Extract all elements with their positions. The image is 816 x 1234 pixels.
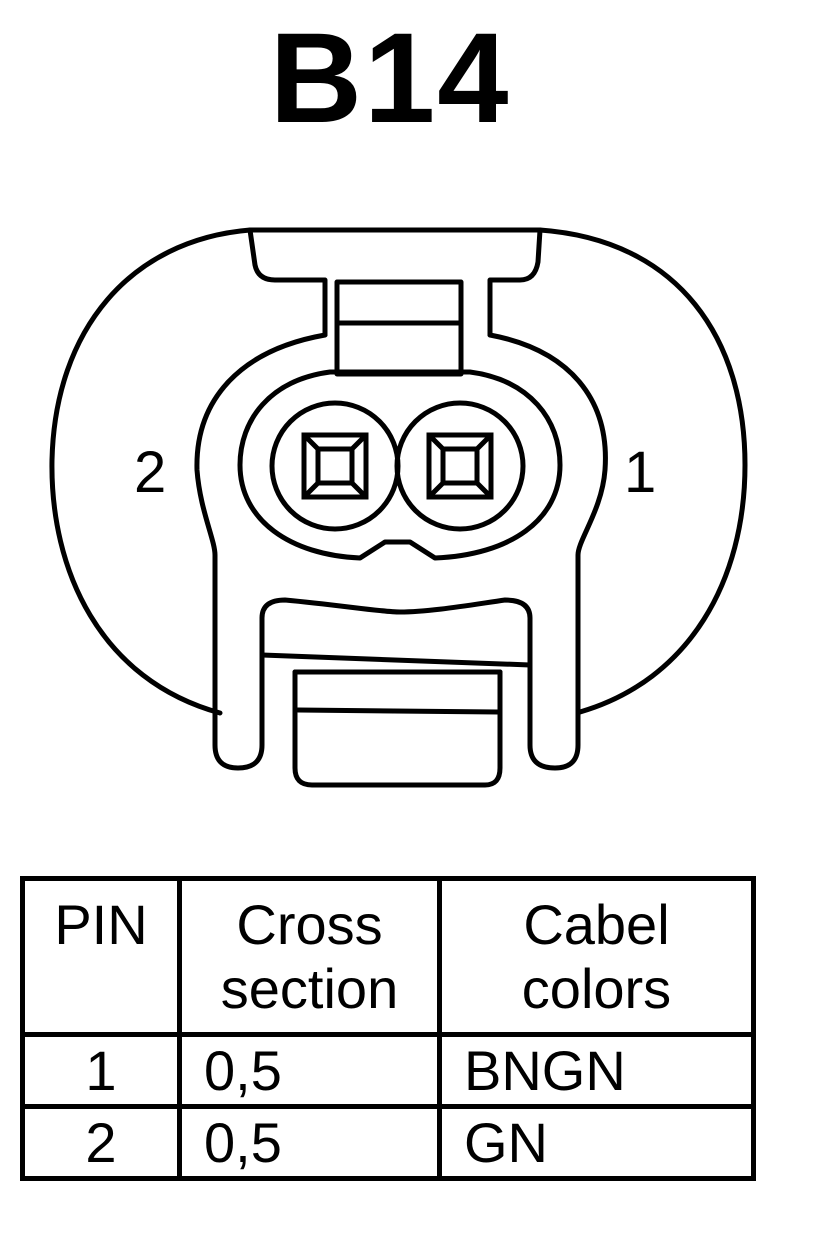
pin-label-2: 2 [134, 440, 166, 505]
table-row: 1 0,5 BNGN [20, 1032, 756, 1109]
connector-title: B14 [269, 7, 511, 150]
cell-pin: 2 [20, 1104, 182, 1181]
housing-outline [49, 227, 748, 716]
cell-color: GN [437, 1104, 756, 1181]
table-row: 2 0,5 GN [20, 1104, 756, 1181]
connector-diagram: 2 1 [49, 227, 748, 788]
pin-1-terminal [394, 400, 526, 532]
lower-key [292, 669, 503, 788]
cell-cross-section: 0,5 [177, 1032, 442, 1109]
pin-assignment-table: PIN Cross section Cabel colors 1 0,5 BNG… [20, 876, 756, 1181]
header-pin: PIN [20, 876, 182, 1037]
cavity-outline [237, 369, 563, 561]
cell-pin: 1 [20, 1032, 182, 1109]
pin-2-terminal [269, 400, 401, 532]
header-cable-colors: Cabel colors [437, 876, 756, 1037]
cell-color: BNGN [437, 1032, 756, 1109]
cell-cross-section: 0,5 [177, 1104, 442, 1181]
latch-window [334, 279, 464, 377]
header-cross-section: Cross section [177, 876, 442, 1037]
inner-body [194, 332, 608, 771]
table-header-row: PIN Cross section Cabel colors [20, 876, 756, 1037]
pin-label-1: 1 [624, 440, 656, 505]
latch-tab [247, 227, 543, 338]
lower-tongue [259, 597, 533, 658]
